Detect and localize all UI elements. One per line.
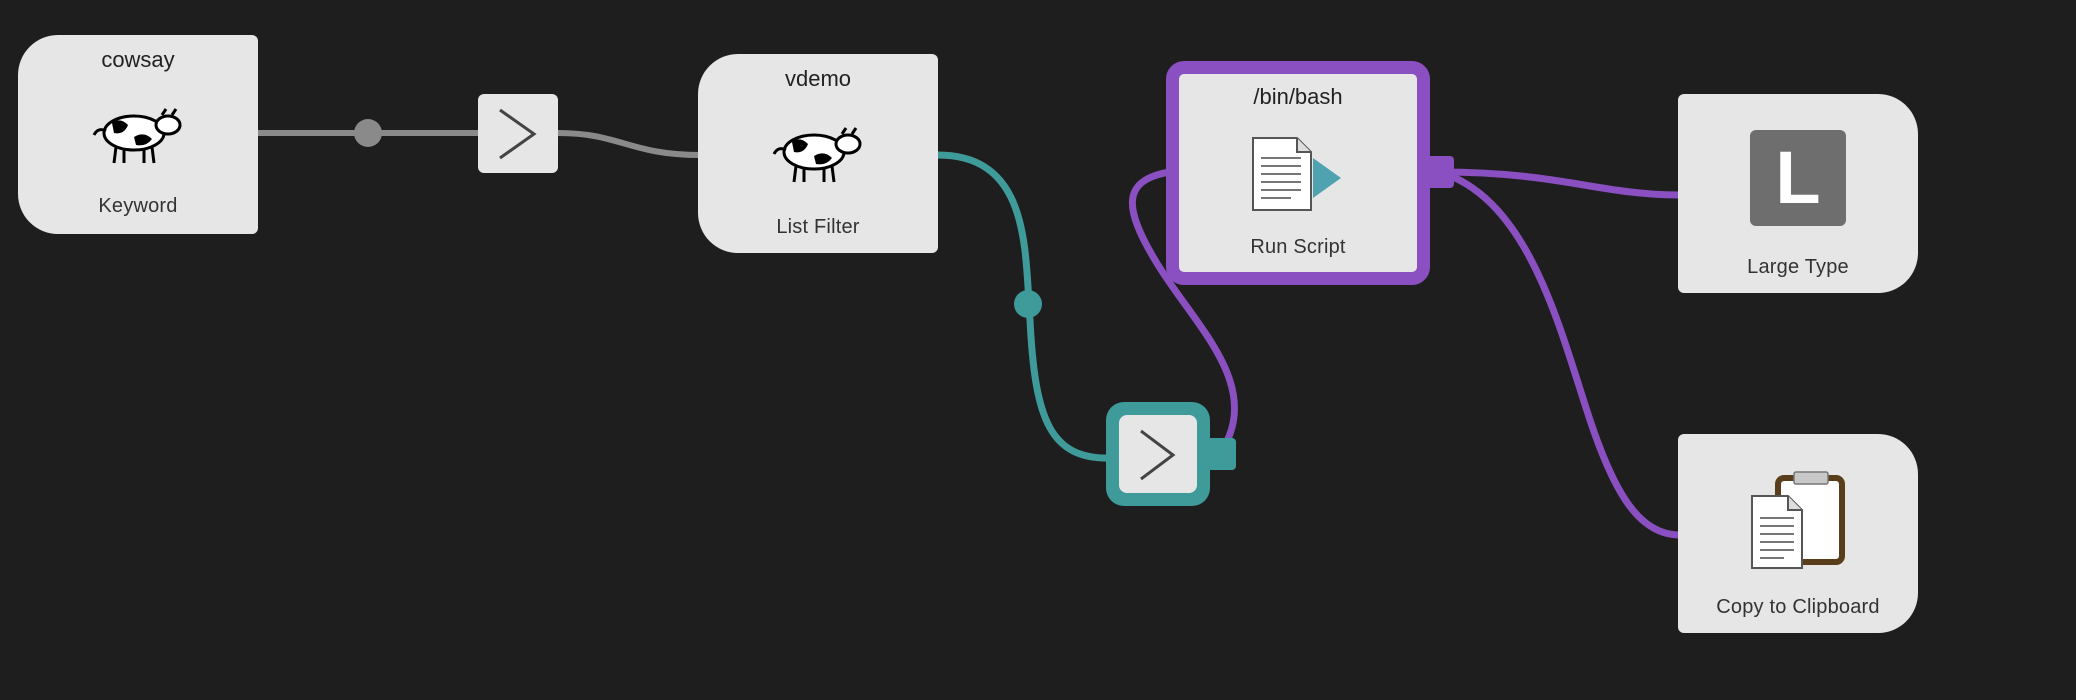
connection-conditional-to-run-script[interactable] [1129, 168, 1239, 447]
connection-run-script-to-large-type[interactable] [1439, 168, 1681, 199]
large-type-node[interactable]: L Large Type [1678, 94, 1918, 293]
clipboard-node[interactable]: Copy to Clipboard [1678, 434, 1918, 633]
keyword-node[interactable]: cowsay Keyword [18, 35, 258, 234]
arrow-utility-node[interactable] [478, 94, 558, 173]
node-subtitle: Large Type [1747, 256, 1849, 278]
node-subtitle: Keyword [98, 195, 178, 217]
node-title: /bin/bash [1253, 84, 1343, 109]
run-script-node[interactable]: /bin/bash Run Script [1166, 61, 1430, 285]
node-title: cowsay [101, 47, 175, 72]
node-subtitle: Copy to Clipboard [1716, 596, 1880, 618]
large-type-icon: L [1750, 130, 1846, 226]
connection-arrow-to-list-filter[interactable] [557, 130, 701, 158]
conditional-arrow-node[interactable] [1106, 402, 1210, 506]
clipboard-icon [1751, 471, 1845, 569]
node-subtitle: Run Script [1250, 236, 1346, 258]
node-title: vdemo [784, 66, 852, 91]
chevron-right-icon [499, 108, 537, 160]
cow-icon [92, 108, 182, 164]
chevron-right-icon [1140, 429, 1176, 481]
node-subtitle: List Filter [776, 216, 860, 238]
connection-list-filter-to-conditional[interactable] [937, 151, 1113, 462]
connection-junction-dot[interactable] [1014, 290, 1042, 318]
connection-junction-dot[interactable] [354, 119, 382, 147]
output-connector[interactable] [1426, 156, 1454, 188]
output-connector[interactable] [1206, 438, 1236, 470]
connection-run-script-to-clipboard[interactable] [1438, 168, 1681, 539]
script-document-icon [1252, 137, 1341, 211]
list-filter-node[interactable]: vdemo List Filter [698, 54, 938, 253]
cow-icon [772, 127, 862, 183]
large-type-letter: L [1775, 136, 1821, 219]
